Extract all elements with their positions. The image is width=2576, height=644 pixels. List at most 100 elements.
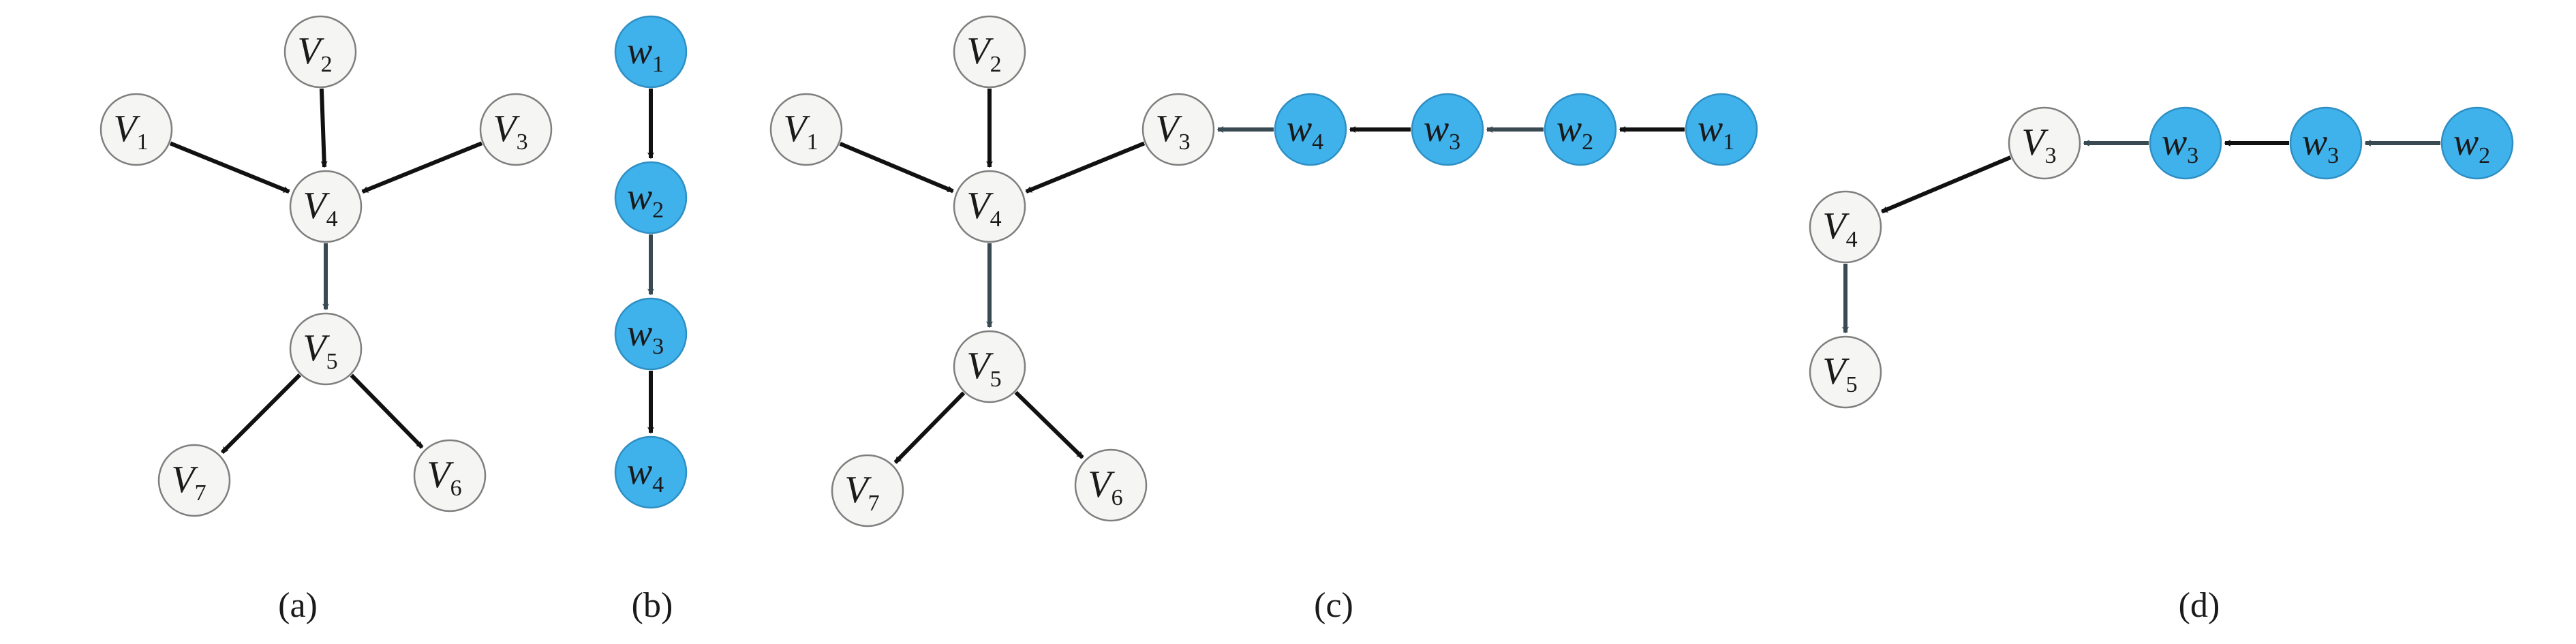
node-subscript: 4 — [652, 472, 664, 497]
node-label: V6 — [1088, 463, 1122, 510]
node-circle — [289, 312, 363, 386]
node-b-w2: w2 — [614, 161, 688, 234]
node-b-w1: w1 — [614, 15, 688, 89]
node-subscript: 7 — [868, 491, 880, 516]
node-label: w2 — [2453, 121, 2490, 168]
edge-a-V2-to-a-V4 — [319, 88, 328, 168]
node-letter: V — [966, 30, 994, 72]
node-d-w3b: w3 — [2289, 106, 2363, 180]
node-letter: V — [303, 185, 330, 227]
node-letter: V — [1822, 350, 1850, 393]
edge-c-V3-to-c-V4 — [1025, 141, 1146, 194]
node-subscript: 3 — [652, 334, 664, 359]
node-label: V4 — [303, 185, 337, 232]
node-label: V1 — [113, 108, 148, 155]
node-d-w2: w2 — [2440, 106, 2514, 180]
node-subscript: 2 — [1582, 129, 1593, 155]
node-d-V4: V4 — [1809, 190, 1882, 264]
panel-caption: (a) — [278, 586, 318, 625]
node-letter: V — [1155, 108, 1182, 150]
edge-a-V3-to-a-V4 — [361, 141, 483, 194]
node-letter: V — [2021, 121, 2049, 164]
node-circle — [953, 170, 1026, 243]
node-subscript: 5 — [1846, 372, 1858, 397]
node-subscript: 1 — [137, 129, 149, 155]
node-letter: w — [1287, 108, 1312, 150]
node-circle — [1411, 93, 1484, 166]
node-circle — [99, 93, 173, 166]
node-letter: V — [171, 459, 198, 501]
node-letter: w — [1424, 108, 1449, 150]
node-c-w3: w3 — [1411, 93, 1484, 166]
node-circle — [2149, 106, 2222, 180]
node-subscript: 1 — [652, 52, 664, 77]
node-subscript: 1 — [807, 129, 818, 155]
node-subscript: 5 — [326, 349, 338, 374]
node-label: V2 — [297, 30, 332, 77]
node-subscript: 3 — [2187, 143, 2198, 168]
node-label: V4 — [1822, 205, 1857, 252]
node-a-V4: V4 — [289, 170, 363, 243]
edges-layer — [169, 88, 2440, 464]
node-subscript: 6 — [1111, 485, 1123, 510]
node-circle — [614, 435, 688, 509]
node-subscript: 2 — [652, 198, 664, 223]
panel-caption: (d) — [2179, 586, 2220, 625]
node-circle — [953, 15, 1026, 89]
node-c-V5: V5 — [953, 330, 1026, 403]
node-d-V3: V3 — [2008, 106, 2081, 180]
node-letter: V — [297, 30, 324, 72]
node-label: w4 — [1287, 108, 1323, 155]
node-subscript: 6 — [450, 476, 462, 501]
node-a-V3: V3 — [479, 93, 553, 166]
node-a-V7: V7 — [157, 444, 231, 517]
node-circle — [157, 444, 231, 517]
node-circle — [2440, 106, 2514, 180]
node-letter: w — [627, 312, 652, 354]
node-circle — [1809, 190, 1882, 264]
node-a-V2: V2 — [283, 15, 357, 89]
node-b-w4: w4 — [614, 435, 688, 509]
node-circle — [1685, 93, 1758, 166]
node-circle — [1074, 448, 1148, 522]
node-circle — [1274, 93, 1347, 166]
node-d-V5: V5 — [1809, 335, 1882, 409]
node-label: w1 — [1698, 108, 1734, 155]
node-circle — [283, 15, 357, 89]
node-c-w4: w4 — [1274, 93, 1347, 166]
node-label: V2 — [966, 30, 1001, 77]
node-c-V2: V2 — [953, 15, 1026, 89]
node-label: w3 — [2162, 121, 2198, 168]
node-letter: w — [2302, 121, 2327, 164]
node-label: V3 — [2021, 121, 2056, 168]
node-label: V5 — [303, 327, 337, 374]
node-label: w2 — [627, 176, 664, 223]
node-letter: w — [1698, 108, 1723, 150]
edge-d-V3-to-d-V4 — [1881, 155, 2012, 214]
node-label: w2 — [1557, 108, 1593, 155]
node-label: V7 — [844, 469, 879, 516]
node-circle — [413, 439, 487, 512]
node-subscript: 4 — [326, 206, 338, 232]
node-circle — [1809, 335, 1882, 409]
panel-caption: (c) — [1314, 586, 1353, 625]
node-d-w3a: w3 — [2149, 106, 2222, 180]
node-subscript: 5 — [990, 367, 1002, 392]
node-subscript: 3 — [2327, 143, 2339, 168]
node-label: V4 — [966, 185, 1001, 232]
node-a-V6: V6 — [413, 439, 487, 512]
node-circle — [2289, 106, 2363, 180]
node-subscript: 3 — [1179, 129, 1191, 155]
node-label: V6 — [427, 454, 461, 501]
node-subscript: 3 — [2045, 143, 2057, 168]
node-letter: V — [844, 469, 872, 511]
node-b-w3: w3 — [614, 297, 688, 371]
node-circle — [831, 454, 904, 527]
node-letter: w — [627, 176, 652, 218]
node-circle — [953, 330, 1026, 403]
node-letter: V — [303, 327, 330, 369]
node-letter: V — [783, 108, 810, 150]
node-letter: w — [627, 450, 652, 493]
